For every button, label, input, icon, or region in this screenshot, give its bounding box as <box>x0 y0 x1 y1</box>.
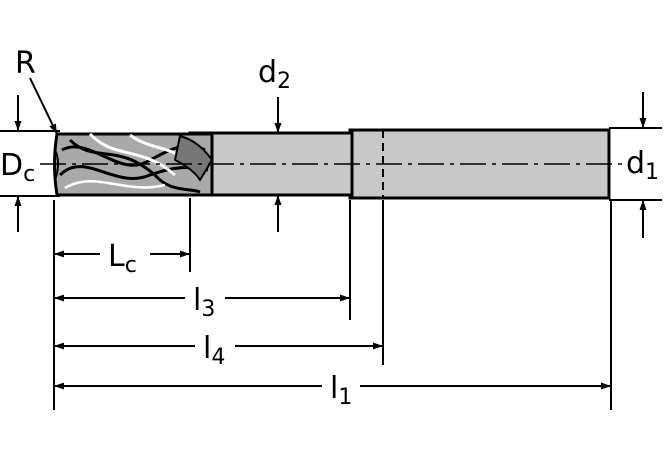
radius-label: R <box>15 46 36 81</box>
lc-label: Lc <box>108 239 137 278</box>
d1-label: d1 <box>626 146 659 185</box>
d2-label: d2 <box>258 55 291 94</box>
radius-leader <box>29 77 58 135</box>
dc-label: Dc <box>0 148 35 187</box>
l3-label: l3 <box>193 283 215 322</box>
l1-label: l1 <box>330 371 352 410</box>
extension-lines <box>0 127 662 410</box>
l4-label: l4 <box>203 331 225 370</box>
